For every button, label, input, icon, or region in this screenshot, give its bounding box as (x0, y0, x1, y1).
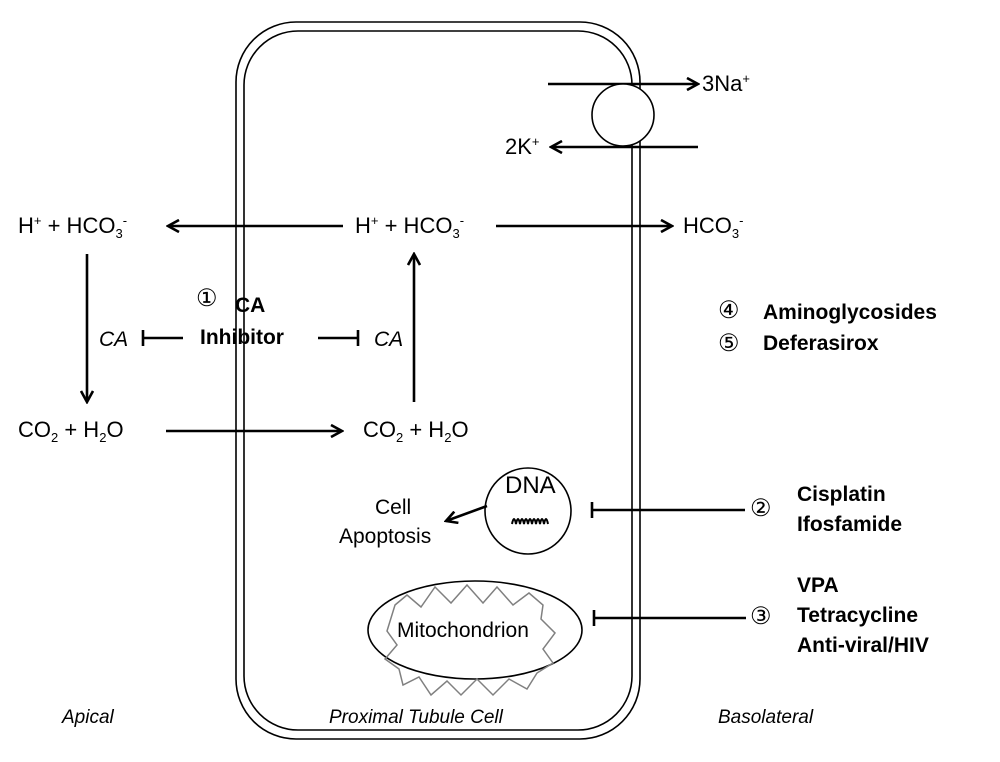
apical-h-bicarb: H+ + HCO3- (18, 213, 128, 240)
drug-vpa: VPA (797, 574, 839, 597)
na-label: 3Na+ (702, 71, 750, 96)
drug-group-2-number: ② (750, 495, 772, 522)
inhibitor-number-1: ① (196, 285, 218, 312)
drug-cisplatin: Cisplatin (797, 483, 886, 506)
co-sub: 2 (396, 430, 404, 445)
drug-group-3-number: ③ (750, 603, 772, 630)
bicarb-sub: 3 (115, 226, 123, 241)
o-text: O (106, 417, 124, 442)
h-charge: + (370, 213, 379, 228)
na-k-pump (591, 83, 655, 147)
h-sub: 2 (444, 430, 452, 445)
drug-deferasirox: Deferasirox (763, 332, 879, 355)
cell-h-bicarb: H+ + HCO3- (355, 213, 465, 240)
mitochondrion-cristae (383, 583, 556, 697)
drug-group-3-list: VPA Tetracycline Anti-viral/HIV (797, 571, 929, 661)
apical-side-label: Apical (62, 707, 114, 728)
apical-co2-h2o: CO2 + H2O (18, 417, 124, 445)
drug-antiviral-hiv: Anti-viral/HIV (797, 634, 929, 657)
drug-ifosfamide: Ifosfamide (797, 513, 903, 536)
h-sub: 2 (99, 430, 107, 445)
bicarb-charge: - (122, 213, 128, 228)
co-text: CO (18, 417, 51, 442)
k-text: 2K (505, 134, 532, 159)
cell-ca-label: CA (374, 328, 404, 351)
bicarb-sub: 3 (731, 226, 740, 241)
bicarb-text: + HCO (41, 213, 116, 238)
drug-group-4-number: ④ (718, 297, 740, 324)
h-text: + H (403, 417, 445, 442)
inhibitor-subtitle: Inhibitor (200, 326, 284, 349)
mitochondrion-label: Mitochondrion (397, 619, 529, 642)
dna-helix-icon (511, 518, 549, 525)
bicarb-charge: - (739, 213, 744, 228)
drug-tetracycline: Tetracycline (797, 604, 919, 627)
apical-ca-label: CA (99, 328, 129, 351)
drug-aminoglycosides: Aminoglycosides (763, 301, 937, 324)
apoptosis-arrow (446, 504, 488, 521)
h-charge: + (33, 213, 42, 228)
cell-name-label: Proximal Tubule Cell (329, 707, 503, 728)
bicarb-charge: - (459, 213, 465, 228)
bicarb-text: HCO (683, 213, 732, 238)
o-text: O (451, 417, 469, 442)
k-charge: + (531, 134, 540, 149)
h-text: H (18, 213, 34, 238)
drug-group-2-list: Cisplatin Ifosfamide (797, 480, 902, 540)
dna-nucleus (484, 467, 572, 555)
cell-membrane-inner (243, 30, 633, 731)
cell-co2-h2o: CO2 + H2O (363, 417, 469, 445)
h-text: + H (58, 417, 100, 442)
co-sub: 2 (51, 430, 59, 445)
h-text: H (355, 213, 371, 238)
inhibitor-title: CA (235, 294, 266, 317)
co-text: CO (363, 417, 396, 442)
basolateral-bicarb: HCO3- (683, 213, 744, 240)
na-text: 3Na (702, 71, 743, 96)
bicarb-sub: 3 (452, 226, 460, 241)
drug-group-5-number: ⑤ (718, 330, 740, 357)
bicarb-text: + HCO (378, 213, 453, 238)
basolateral-side-label: Basolateral (718, 707, 814, 728)
dna-label: DNA (505, 472, 556, 499)
k-label: 2K+ (505, 134, 540, 159)
apoptosis-label-line2: Apoptosis (339, 525, 432, 548)
na-charge: + (742, 71, 750, 86)
apoptosis-label-line1: Cell (375, 496, 412, 519)
cell-membrane-outer (235, 21, 641, 740)
